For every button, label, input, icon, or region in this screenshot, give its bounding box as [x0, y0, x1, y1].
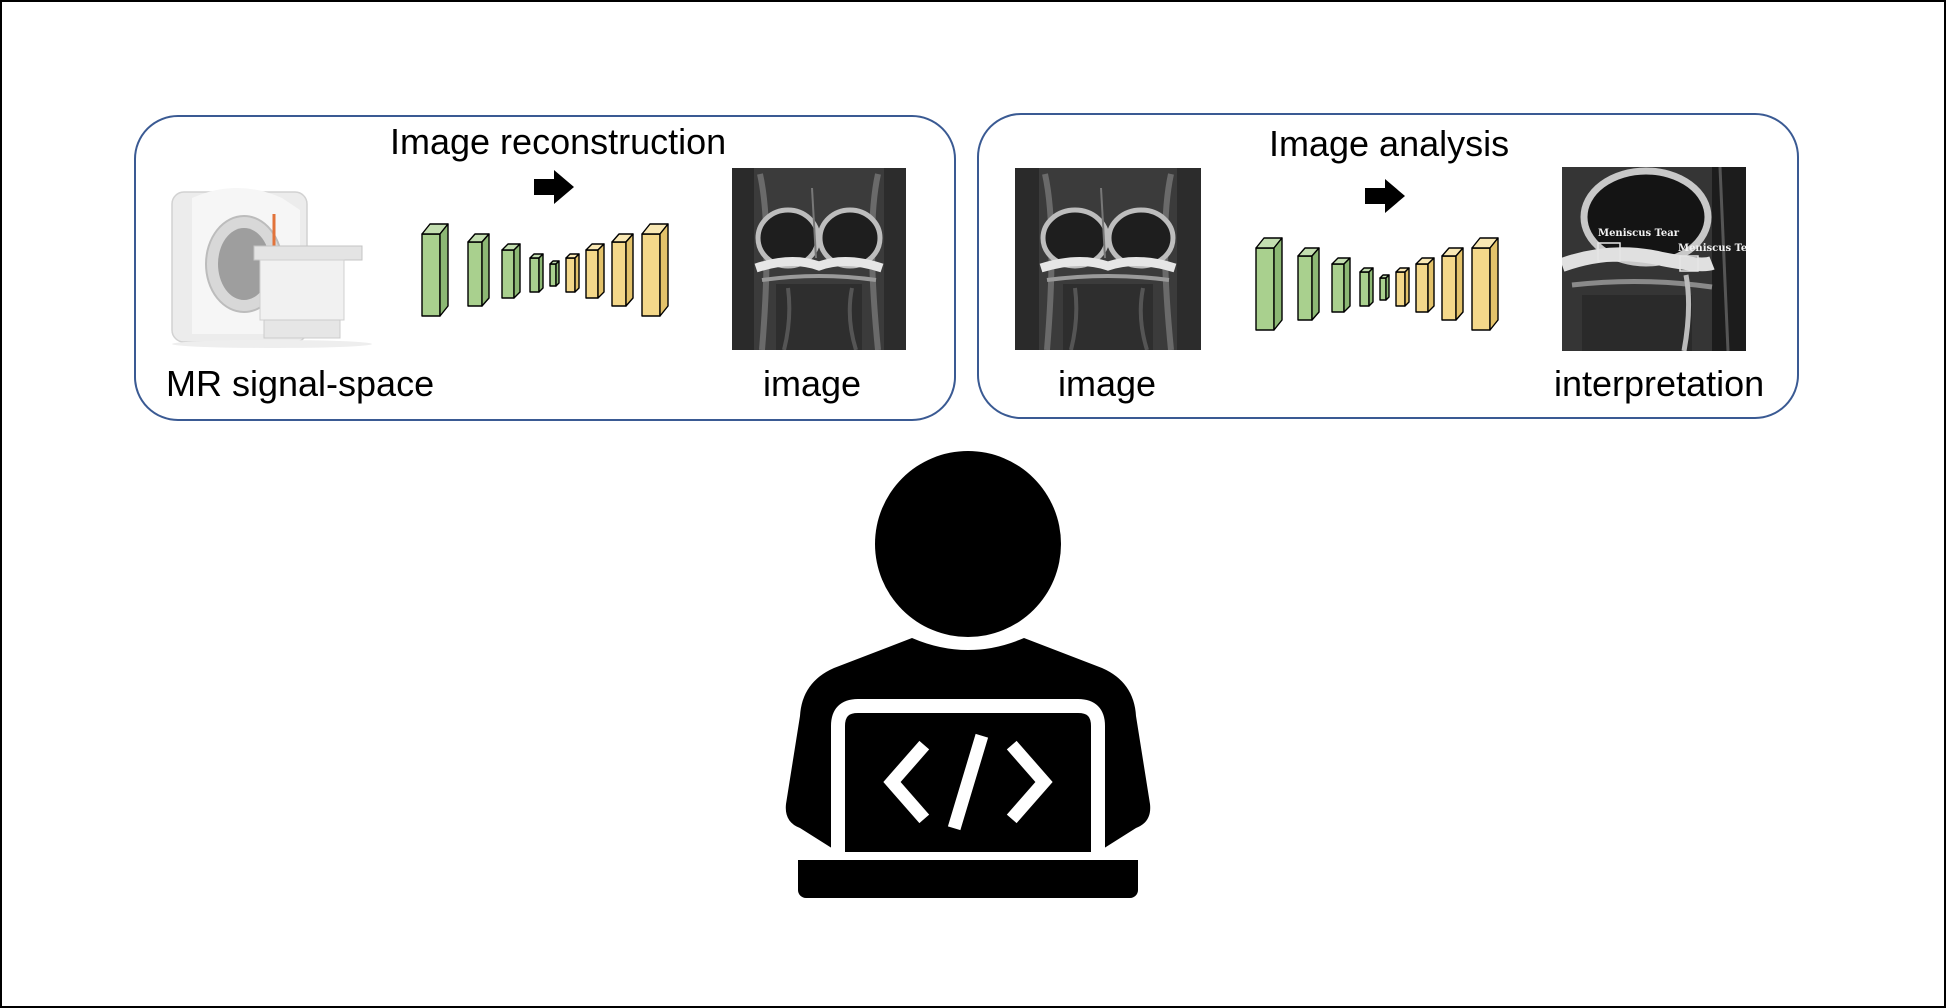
mr-signal-space-label: MR signal-space	[166, 363, 435, 404]
unet-diagram-reconstruction	[421, 223, 669, 317]
decoder-block	[585, 243, 605, 299]
knee-mr-image-input	[1015, 168, 1201, 350]
encoder-block	[1359, 267, 1374, 307]
encoder-block	[1331, 257, 1351, 313]
encoder-block	[529, 253, 544, 293]
encoder-block	[1297, 247, 1320, 321]
interpretation-image: Meniscus Tear Meniscus Te	[1562, 167, 1746, 351]
decoder-block	[611, 233, 634, 307]
knee-mr-image-annotated	[1562, 167, 1746, 351]
bottleneck-block	[549, 260, 560, 287]
arrow-right-icon	[534, 170, 574, 204]
decoder-block	[565, 253, 580, 293]
decoder-block	[641, 223, 669, 317]
laptop-screen-outline	[831, 699, 1105, 852]
arrow-right-icon	[1365, 179, 1405, 213]
detection-label: Meniscus Tear	[1598, 228, 1680, 239]
decoder-block	[1441, 247, 1464, 321]
person-body	[785, 638, 1151, 852]
person-head	[875, 451, 1061, 637]
encoder-block	[1255, 237, 1283, 331]
developer-laptop-icon	[785, 451, 1151, 898]
mri-scanner-icon	[171, 188, 372, 348]
code-brackets-icon	[883, 733, 1053, 831]
analysis-input-label: image	[1058, 363, 1157, 404]
reconstruction-title: Image reconstruction	[390, 121, 727, 162]
decoder-block	[1415, 257, 1435, 313]
unet-diagram-analysis	[1255, 237, 1499, 331]
encoder-block	[501, 243, 521, 299]
encoder-block	[421, 223, 449, 317]
detection-label: Meniscus Te	[1678, 243, 1746, 254]
decoder-block	[1395, 267, 1410, 307]
interpretation-label: interpretation	[1554, 363, 1765, 404]
analysis-title: Image analysis	[1269, 123, 1510, 164]
bottleneck-block	[1379, 274, 1390, 301]
reconstruction-output-label: image	[763, 363, 862, 404]
decoder-block	[1471, 237, 1499, 331]
knee-mr-image-reconstructed	[732, 168, 906, 350]
encoder-block	[467, 233, 490, 307]
